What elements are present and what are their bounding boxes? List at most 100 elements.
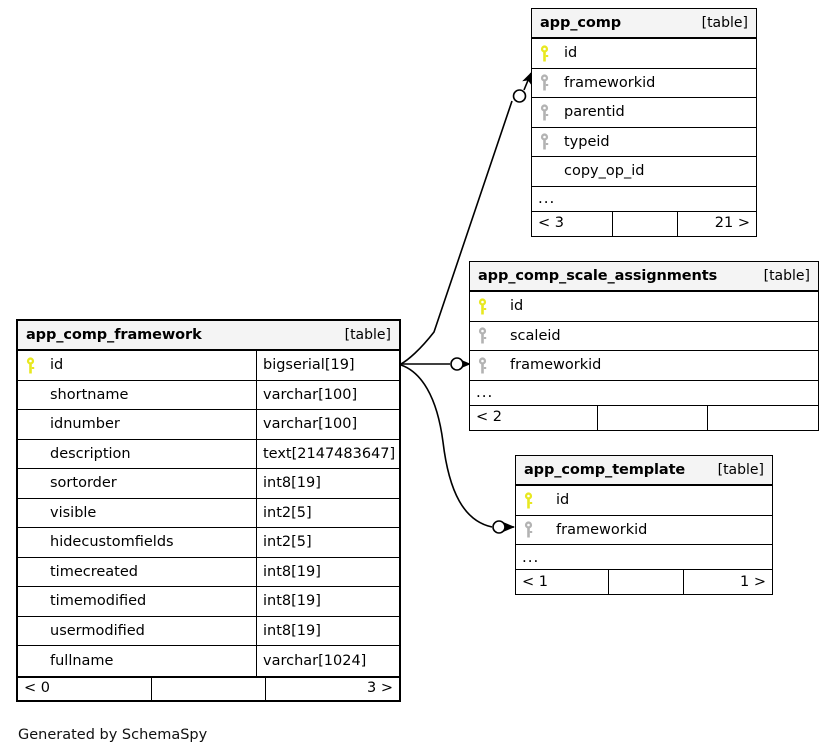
more-columns-indicator: ... bbox=[470, 381, 818, 406]
table-row[interactable]: id bbox=[532, 39, 756, 69]
column-cell: id bbox=[516, 486, 772, 515]
column-name: usermodified bbox=[50, 622, 145, 639]
column-type: int2[5] bbox=[256, 528, 399, 557]
footer-children-count: 1 > bbox=[683, 570, 772, 594]
column-name: typeid bbox=[564, 133, 610, 150]
column-cell: fullname bbox=[18, 646, 256, 676]
column-cell: id bbox=[532, 39, 756, 68]
footer-children-count bbox=[707, 405, 818, 430]
table-footer: < 2 bbox=[470, 405, 818, 430]
table-kind-label: [table] bbox=[344, 327, 391, 343]
table-row[interactable]: sortorder int8[19] bbox=[18, 469, 399, 499]
column-name: parentid bbox=[564, 104, 625, 120]
footer-children-count: 21 > bbox=[677, 211, 756, 236]
column-name: id bbox=[50, 357, 64, 373]
foreign-key-icon bbox=[540, 133, 562, 150]
table-title: app_comp bbox=[540, 14, 622, 31]
table-header: app_comp_framework [table] bbox=[18, 321, 399, 351]
column-type: int8[19] bbox=[256, 616, 399, 645]
more-columns-indicator: ... bbox=[532, 187, 756, 212]
foreign-key-icon bbox=[540, 74, 562, 91]
table-kind-label: [table] bbox=[717, 462, 764, 478]
table-row[interactable]: parentid bbox=[532, 98, 756, 128]
column-name: id bbox=[564, 45, 578, 61]
relationship-scale-assignments bbox=[401, 357, 471, 371]
column-cell: frameworkid bbox=[470, 351, 818, 380]
table-row[interactable]: idnumber varchar[100] bbox=[18, 410, 399, 440]
table-header: app_comp [table] bbox=[532, 9, 756, 39]
column-name: frameworkid bbox=[564, 74, 656, 91]
table-row[interactable]: frameworkid bbox=[470, 351, 818, 381]
column-cell: visible bbox=[18, 499, 256, 528]
column-name: copy_op_id bbox=[564, 163, 645, 179]
table-row[interactable]: description text[2147483647] bbox=[18, 439, 399, 469]
footer-middle bbox=[151, 677, 265, 700]
table-row[interactable]: copy_op_id bbox=[532, 157, 756, 187]
column-cell: frameworkid bbox=[532, 69, 756, 98]
table-row[interactable]: hidecustomfields int2[5] bbox=[18, 528, 399, 558]
table-title: app_comp_template bbox=[524, 461, 686, 478]
table-row[interactable]: id bbox=[470, 292, 818, 322]
table-row[interactable]: id bigserial[19] bbox=[18, 351, 399, 381]
table-row[interactable]: timecreated int8[19] bbox=[18, 557, 399, 587]
column-name: fullname bbox=[50, 652, 114, 669]
table-row[interactable]: usermodified int8[19] bbox=[18, 616, 399, 646]
table-row[interactable]: fullname varchar[1024] bbox=[18, 646, 399, 676]
column-type: int8[19] bbox=[256, 587, 399, 616]
column-cell: shortname bbox=[18, 381, 256, 410]
column-cell: copy_op_id bbox=[532, 157, 756, 186]
footer-children-count: 3 > bbox=[265, 677, 399, 700]
column-cell: timecreated bbox=[18, 558, 256, 587]
table-app-comp[interactable]: app_comp [table] id bbox=[531, 8, 757, 237]
footer-parents-count: < 2 bbox=[476, 409, 502, 426]
column-name: timecreated bbox=[50, 563, 138, 580]
primary-key-icon bbox=[26, 357, 48, 374]
foreign-key-icon bbox=[478, 357, 508, 374]
table-title: app_comp_scale_assignments bbox=[478, 267, 718, 284]
column-cell: hidecustomfields bbox=[18, 528, 256, 557]
table-app-comp-scale-assignments[interactable]: app_comp_scale_assignments [table] id bbox=[469, 261, 819, 431]
footer-middle bbox=[608, 570, 683, 594]
column-type: bigserial[19] bbox=[256, 351, 399, 380]
table-kind-label: [table] bbox=[763, 268, 810, 284]
table-row[interactable]: shortname varchar[100] bbox=[18, 380, 399, 410]
table-row[interactable]: visible int2[5] bbox=[18, 498, 399, 528]
column-cell: id bbox=[18, 351, 256, 380]
column-type: text[2147483647] bbox=[256, 439, 399, 468]
column-type: int8[19] bbox=[256, 557, 399, 586]
column-type: varchar[1024] bbox=[256, 646, 399, 676]
table-app-comp-framework[interactable]: app_comp_framework [table] id bigserial[… bbox=[16, 319, 401, 702]
foreign-key-icon bbox=[478, 327, 508, 344]
table-header: app_comp_template [table] bbox=[516, 456, 772, 486]
table-footer: < 1 1 > bbox=[516, 570, 772, 594]
table-row[interactable]: typeid bbox=[532, 128, 756, 157]
column-name: id bbox=[510, 298, 524, 314]
column-cell: frameworkid bbox=[516, 516, 772, 545]
column-cell: sortorder bbox=[18, 469, 256, 498]
column-name: frameworkid bbox=[510, 357, 602, 373]
primary-key-icon bbox=[478, 298, 508, 315]
column-name: idnumber bbox=[50, 416, 120, 432]
table-title: app_comp_framework bbox=[26, 326, 202, 343]
footer-middle bbox=[612, 211, 677, 236]
table-row[interactable]: id bbox=[516, 486, 772, 516]
column-type: int2[5] bbox=[256, 498, 399, 527]
column-cell: idnumber bbox=[18, 410, 256, 439]
foreign-key-icon bbox=[524, 521, 554, 538]
column-name: id bbox=[556, 492, 570, 508]
table-row[interactable]: scaleid bbox=[470, 322, 818, 351]
table-kind-label: [table] bbox=[701, 15, 748, 31]
footer-parents-count: < 3 bbox=[538, 215, 564, 232]
column-cell: usermodified bbox=[18, 617, 256, 646]
primary-key-icon bbox=[524, 492, 554, 509]
column-name: visible bbox=[50, 504, 97, 521]
table-row[interactable]: frameworkid bbox=[516, 516, 772, 545]
table-app-comp-template[interactable]: app_comp_template [table] id bbox=[515, 455, 773, 595]
table-row[interactable]: timemodified int8[19] bbox=[18, 587, 399, 617]
column-name: timemodified bbox=[50, 593, 147, 609]
column-cell: parentid bbox=[532, 98, 756, 127]
column-name: description bbox=[50, 445, 131, 462]
footer-parents-count: < 1 bbox=[522, 573, 548, 590]
table-row[interactable]: frameworkid bbox=[532, 69, 756, 98]
